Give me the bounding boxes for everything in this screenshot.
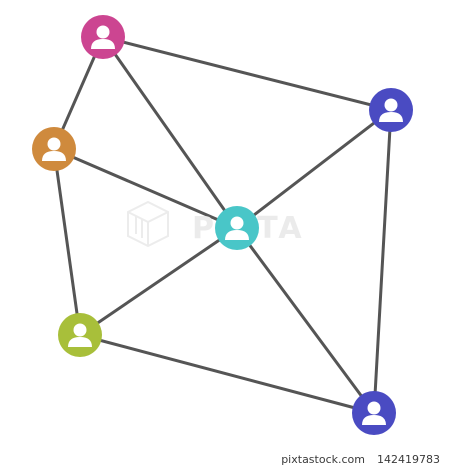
node-blue-lower bbox=[352, 391, 396, 435]
person-icon bbox=[379, 98, 403, 122]
person-icon bbox=[225, 216, 249, 240]
node-blue-upper bbox=[369, 88, 413, 132]
edge-blue-upper-teal-center bbox=[235, 108, 393, 230]
node-teal-center bbox=[215, 206, 259, 250]
person-icon bbox=[68, 323, 92, 347]
edge-orange-teal-center bbox=[52, 147, 239, 230]
footer-bar: pixtastock.com 142419783 bbox=[0, 449, 450, 469]
nodes-layer bbox=[32, 15, 413, 435]
person-icon bbox=[91, 25, 115, 49]
person-icon bbox=[362, 401, 386, 425]
edge-teal-center-lime bbox=[78, 226, 239, 337]
edge-orange-lime bbox=[52, 147, 82, 337]
edge-blue-upper-blue-lower bbox=[372, 108, 393, 415]
node-orange bbox=[32, 127, 76, 171]
edge-lime-blue-lower bbox=[78, 333, 376, 415]
pixta-logo-icon bbox=[127, 200, 169, 248]
edge-teal-center-blue-lower bbox=[235, 226, 376, 415]
footer-site: pixtastock.com bbox=[281, 452, 365, 466]
edge-magenta-blue-upper bbox=[101, 35, 393, 112]
node-lime bbox=[58, 313, 102, 357]
person-icon bbox=[42, 137, 66, 161]
edges-layer bbox=[52, 35, 393, 415]
edge-magenta-teal-center bbox=[101, 35, 239, 230]
node-magenta bbox=[81, 15, 125, 59]
footer-image-id: 142419783 bbox=[377, 452, 440, 466]
